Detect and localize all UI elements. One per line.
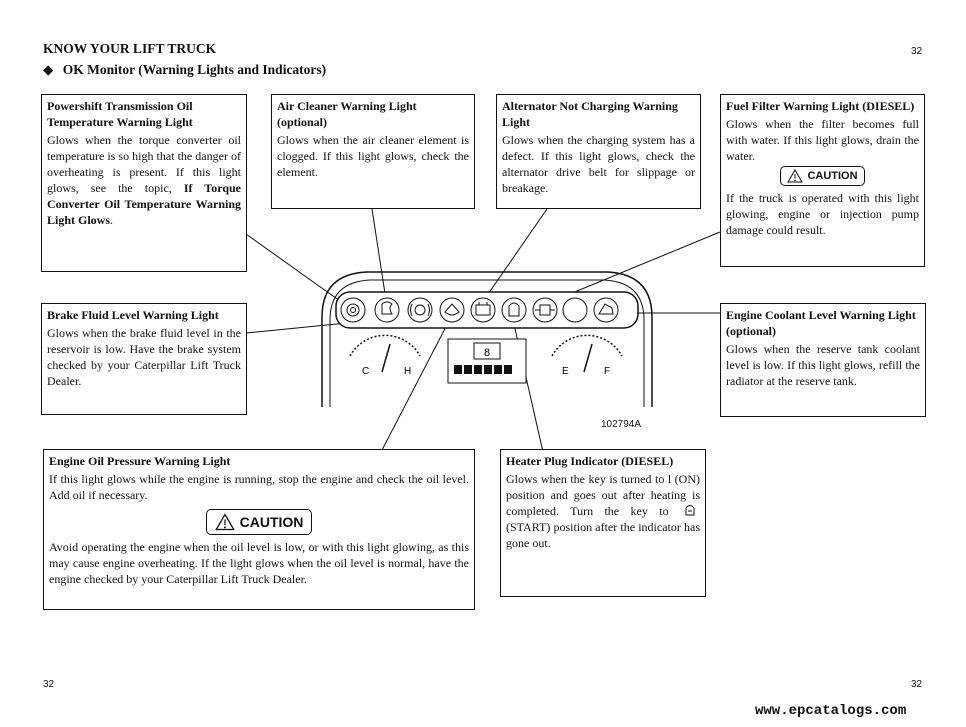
air-body: Glows when the air cleaner element is cl… bbox=[277, 133, 469, 179]
page-number-right: 32 bbox=[911, 679, 923, 690]
instrument-panel: 8 C H E F bbox=[321, 271, 653, 407]
blank-lamp bbox=[562, 297, 588, 323]
coolant-lamp bbox=[593, 297, 619, 323]
heater-body-b: (START) position after the indicator has… bbox=[506, 520, 700, 550]
subtitle-row: ◆ OK Monitor (Warning Lights and Indicat… bbox=[43, 62, 326, 78]
svg-text:F: F bbox=[604, 366, 610, 377]
brake-body: Glows when the brake fluid level in the … bbox=[47, 326, 241, 388]
fuel-box: Fuel Filter Warning Light (DIESEL) Glows… bbox=[720, 94, 925, 267]
alternator-title: Alternator Not Charging Warning Light bbox=[502, 99, 678, 129]
figure-code: 102794A bbox=[601, 419, 642, 430]
brake-box: Brake Fluid Level Warning Light Glows wh… bbox=[41, 303, 247, 415]
fuel-body2: If the truck is operated with this light… bbox=[726, 191, 919, 237]
bullet-icon: ◆ bbox=[43, 62, 54, 77]
heater-body-wrap: Glows when the key is turned to l (ON) p… bbox=[506, 471, 700, 551]
air-cleaner-lamp bbox=[374, 297, 400, 323]
heater-box: Heater Plug Indicator (DIESEL) Glows whe… bbox=[500, 449, 706, 597]
svg-text:C: C bbox=[362, 366, 369, 377]
powershift-end: . bbox=[110, 213, 114, 227]
page-subtitle: OK Monitor (Warning Lights and Indicator… bbox=[62, 62, 327, 77]
website-watermark: www.epcatalogs.com bbox=[755, 703, 907, 719]
fuel-caution-label: CAUTION bbox=[807, 170, 858, 182]
leader-alternator bbox=[483, 208, 548, 301]
alternator-body: Glows when the charging system has a def… bbox=[502, 133, 695, 195]
heater-body-a: Glows when the key is turned to l (ON) p… bbox=[506, 472, 700, 518]
fuel-filter-lamp bbox=[532, 297, 558, 323]
section-title: KNOW YOUR LIFT TRUCK bbox=[43, 41, 217, 56]
coolant-box: Engine Coolant Level Warning Light (opti… bbox=[720, 303, 926, 417]
alternator-box: Alternator Not Charging Warning Light Gl… bbox=[496, 94, 701, 209]
oil-body: If this light glows while the engine is … bbox=[49, 472, 469, 502]
oil-box: Engine Oil Pressure Warning Light If thi… bbox=[43, 449, 475, 610]
oil-title: Engine Oil Pressure Warning Light bbox=[49, 454, 231, 468]
svg-text:8: 8 bbox=[484, 347, 490, 359]
powershift-box: Powershift Transmission Oil Temperature … bbox=[41, 94, 247, 272]
fuel-body: Glows when the filter becomes full with … bbox=[726, 117, 919, 163]
air-title: Air Cleaner Warning Light (optional) bbox=[277, 99, 417, 129]
fuel-title: Fuel Filter Warning Light (DIESEL) bbox=[726, 99, 915, 113]
warning-triangle-icon bbox=[214, 513, 235, 531]
coolant-title: Engine Coolant Level Warning Light (opti… bbox=[726, 308, 916, 338]
page-number-left: 32 bbox=[43, 679, 55, 690]
oil-body2: Avoid operating the engine when the oil … bbox=[49, 540, 469, 586]
oil-caution-badge: CAUTION bbox=[205, 509, 313, 535]
air-box: Air Cleaner Warning Light (optional) Glo… bbox=[271, 94, 475, 209]
leader-oil bbox=[380, 318, 451, 453]
powershift-title: Powershift Transmission Oil Temperature … bbox=[47, 99, 193, 129]
svg-text:H: H bbox=[404, 366, 411, 377]
oil-pressure-lamp bbox=[439, 297, 465, 323]
heater-key-icon bbox=[685, 505, 695, 516]
powershift-body-wrap: Glows when the torque converter oil temp… bbox=[47, 132, 241, 228]
fuel-caution-badge: CAUTION bbox=[780, 166, 865, 186]
transmission-temp-lamp bbox=[340, 297, 366, 323]
heater-title: Heater Plug Indicator (DIESEL) bbox=[506, 454, 674, 468]
coolant-body: Glows when the reserve tank coolant leve… bbox=[726, 342, 920, 388]
leader-air bbox=[371, 208, 387, 301]
page-number-top: 32 bbox=[911, 46, 923, 57]
heater-plug-lamp bbox=[501, 297, 527, 323]
leader-powershift bbox=[245, 233, 348, 307]
oil-caution-label: CAUTION bbox=[239, 514, 304, 530]
brake-title: Brake Fluid Level Warning Light bbox=[47, 308, 219, 322]
brake-fluid-lamp bbox=[407, 297, 433, 323]
svg-text:E: E bbox=[562, 366, 569, 377]
warning-triangle-icon bbox=[787, 169, 804, 183]
leader-fuel bbox=[547, 231, 721, 304]
powershift-link: If Torque Converter Oil Temperature Warn… bbox=[47, 181, 241, 227]
battery-lamp bbox=[470, 297, 496, 323]
powershift-body: Glows when the torque converter oil temp… bbox=[47, 133, 241, 195]
